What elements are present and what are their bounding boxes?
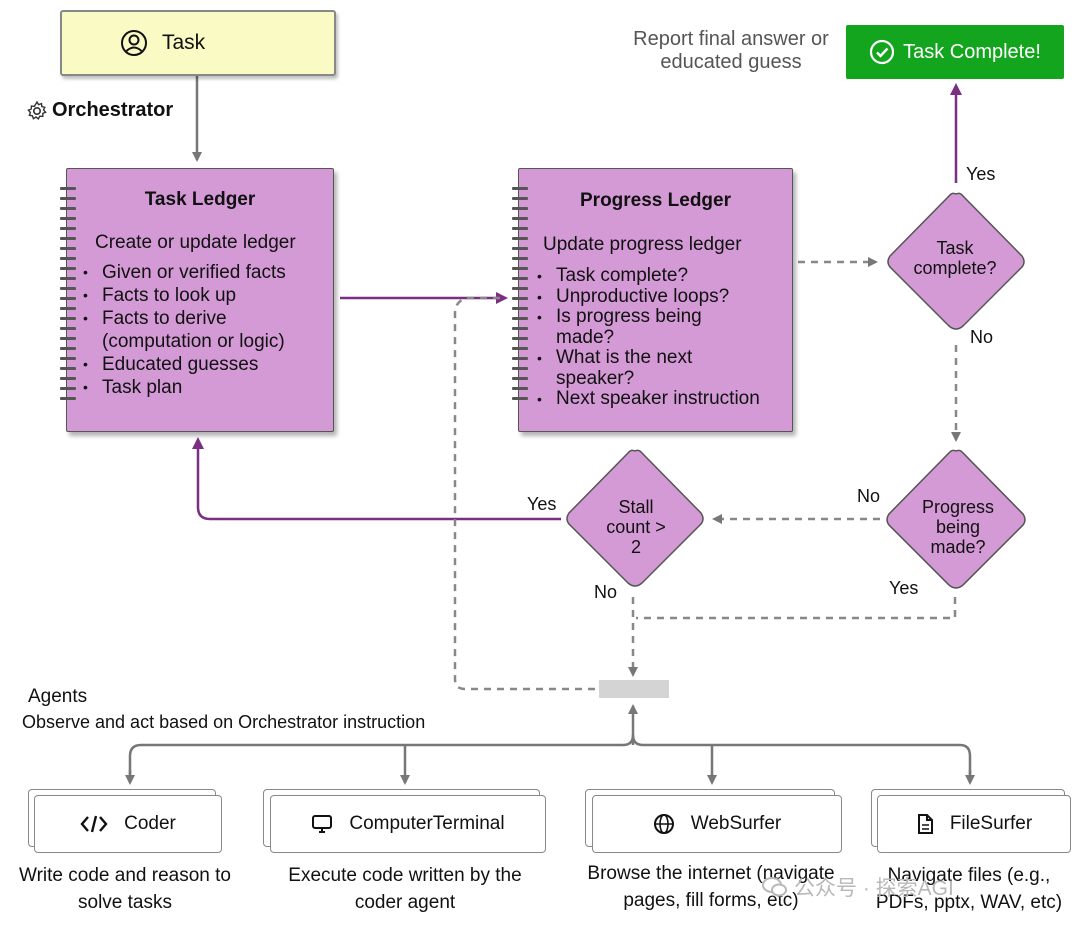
edge-label-no-stall: No bbox=[594, 582, 618, 602]
file-icon bbox=[917, 814, 933, 834]
task-box: Task bbox=[60, 10, 336, 76]
progress-ledger-list: Task complete? Unproductive loops? Is pr… bbox=[537, 265, 787, 410]
task-ledger-subtitle: Create or update ledger bbox=[95, 232, 296, 253]
edge-label-yes-progress: Yes bbox=[889, 578, 919, 598]
progress-ledger: Progress Ledger Update progress ledger T… bbox=[512, 168, 793, 432]
progress-ledger-title: Progress Ledger bbox=[580, 190, 731, 211]
agent-coder: Coder bbox=[34, 795, 222, 853]
agent-coder-desc: Write code and reason to solve tasks bbox=[19, 865, 231, 913]
task-ledger-title: Task Ledger bbox=[144, 189, 256, 210]
edge-label-yes-stall: Yes bbox=[527, 494, 557, 514]
edge-label-no-complete: No bbox=[970, 327, 994, 347]
list-item: Facts to derive (computation or logic) bbox=[83, 307, 328, 353]
list-item: Next speaker instruction bbox=[537, 388, 787, 410]
decision-stall-count-label: Stall count > 2 bbox=[606, 497, 666, 557]
agent-websurfer-name: WebSurfer bbox=[690, 813, 782, 834]
list-item: Task plan bbox=[83, 376, 328, 399]
check-circle-icon bbox=[869, 39, 895, 65]
list-item: Is progress being made? bbox=[537, 306, 736, 348]
task-label: Task bbox=[162, 31, 206, 54]
agent-computer-terminal: ComputerTerminal bbox=[270, 795, 546, 853]
notebook-coil bbox=[60, 187, 76, 413]
agent-websurfer: WebSurfer bbox=[592, 795, 842, 853]
notebook-coil bbox=[512, 187, 528, 413]
arrow-stall-yes bbox=[192, 437, 561, 521]
code-icon bbox=[80, 815, 108, 833]
decision-progress-made-label: Progress being made? bbox=[921, 497, 995, 557]
list-item: Educated guesses bbox=[83, 353, 328, 376]
list-item: Facts to look up bbox=[83, 284, 328, 307]
task-ledger-list: Given or verified facts Facts to look up… bbox=[83, 261, 328, 399]
line-progress-yes bbox=[636, 597, 957, 620]
list-item: Task complete? bbox=[537, 265, 787, 287]
agents-subtitle: Observe and act based on Orchestrator in… bbox=[22, 712, 426, 732]
line-agents-branch bbox=[128, 734, 972, 778]
agent-filesurfer: FileSurfer bbox=[877, 795, 1071, 853]
list-item: Unproductive loops? bbox=[537, 286, 787, 308]
edge-label-no-progress: No bbox=[857, 486, 881, 506]
task-complete-badge: Task Complete! bbox=[846, 25, 1064, 79]
orchestrator-title: Orchestrator bbox=[52, 99, 174, 121]
orchestrator-label: Orchestrator bbox=[26, 99, 173, 122]
completion-note: Report final answer or educated guess bbox=[633, 28, 829, 73]
monitor-icon bbox=[312, 815, 333, 833]
agent-filesurfer-name: FileSurfer bbox=[949, 813, 1033, 834]
wechat-icon bbox=[762, 877, 787, 897]
decision-task-complete bbox=[887, 192, 1025, 330]
list-item: Given or verified facts bbox=[83, 261, 328, 284]
edge-label-yes-complete: Yes bbox=[966, 164, 996, 184]
agents-title: Agents bbox=[28, 686, 88, 707]
agent-computer-terminal-name: ComputerTerminal bbox=[349, 813, 505, 834]
list-item: What is the next speaker? bbox=[537, 347, 736, 389]
agent-dispatch-box bbox=[599, 680, 669, 698]
task-complete-label: Task Complete! bbox=[903, 40, 1041, 63]
agent-computer-terminal-desc: Execute code written by the coder agent bbox=[288, 865, 522, 913]
globe-icon bbox=[653, 814, 674, 834]
arrow-agents-to-progress bbox=[453, 296, 595, 691]
agent-filesurfer-desc: Navigate files (e.g., PDFs, pptx, WAV, e… bbox=[875, 865, 1063, 913]
decision-stall-count bbox=[566, 449, 704, 587]
user-circle-icon bbox=[121, 30, 147, 56]
watermark: 公众号 · 探索AGI bbox=[762, 872, 954, 902]
decision-progress-made bbox=[886, 449, 1026, 589]
watermark-text: 公众号 · 探索AGI bbox=[794, 877, 954, 900]
gear-icon bbox=[27, 100, 47, 120]
agent-coder-name: Coder bbox=[124, 813, 176, 834]
decision-task-complete-label: Task complete? bbox=[913, 238, 997, 278]
task-ledger: Task Ledger Create or update ledger Give… bbox=[60, 168, 334, 432]
progress-ledger-subtitle: Update progress ledger bbox=[543, 234, 742, 255]
